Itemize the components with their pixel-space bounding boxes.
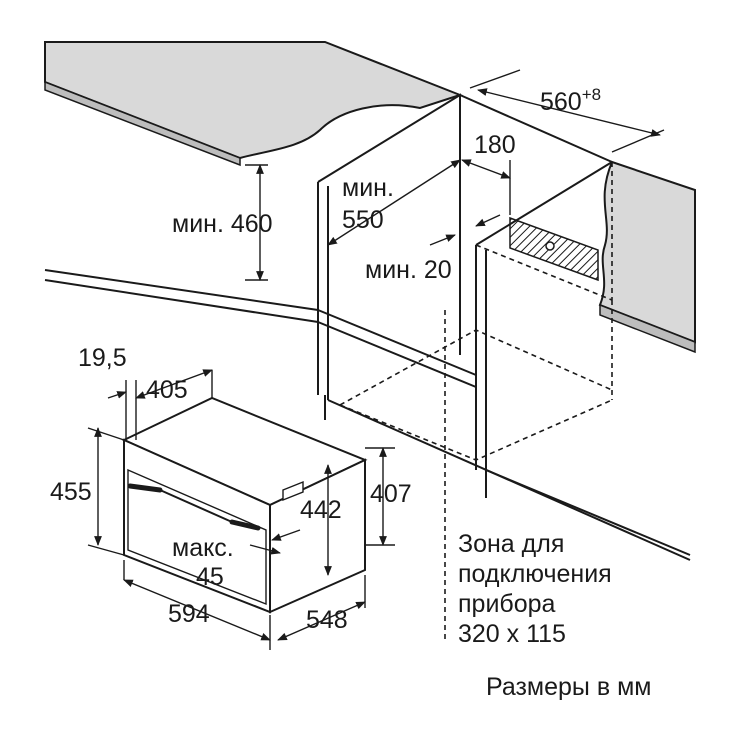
label-407: 407 [370,480,412,508]
label-min-550-line2: 550 [342,206,384,234]
label-min-550-line1: мин. [342,174,394,202]
label-548: 548 [306,606,348,634]
zone-label-line1: Зона для [458,530,564,558]
connection-point [545,241,555,251]
niche-outline [339,162,613,640]
connection-zone [509,216,599,282]
units-note: Размеры в мм [486,673,651,701]
label-19-5: 19,5 [78,344,127,372]
label-560: 560+8 [540,85,601,116]
countertop-left-edge [44,80,241,167]
zone-label-line3: прибора [458,590,556,618]
countertop-left [44,41,463,160]
control-knob [282,480,304,502]
label-442: 442 [300,496,342,524]
label-405: 405 [146,376,188,404]
label-min-460: мин. 460 [172,210,273,238]
zone-label-line4: 320 x 115 [458,620,566,648]
door-handle [127,483,261,531]
label-594: 594 [168,600,210,628]
countertop-right [598,160,696,344]
label-min-20: мин. 20 [365,256,452,284]
countertop-right-edge [599,303,696,354]
dimension-lines [87,69,665,650]
appliance [121,396,368,614]
label-455: 455 [50,478,92,506]
label-max-45-line2: 45 [196,563,224,591]
label-max-45-line1: макс. [172,534,234,562]
zone-label-line2: подключения [458,560,612,588]
label-180: 180 [474,131,516,159]
